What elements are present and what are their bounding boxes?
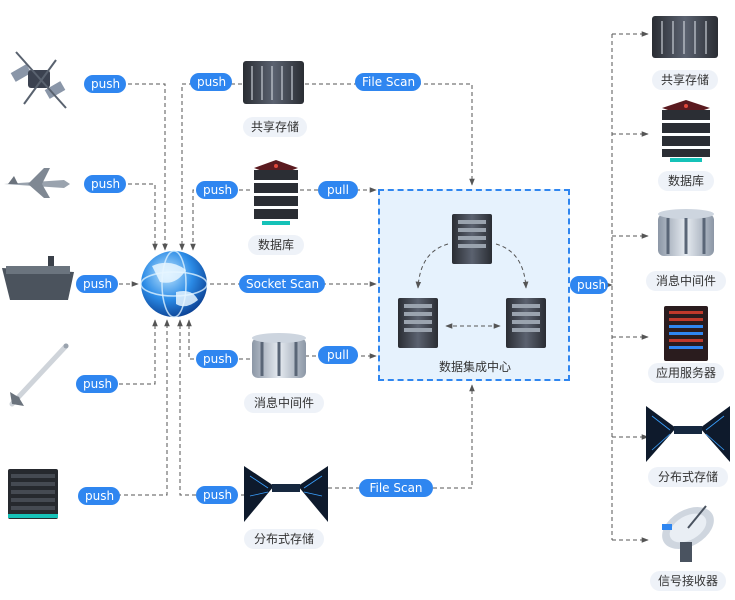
message-middleware-target-icon [658, 209, 714, 256]
distributed-storage-icon [244, 466, 328, 522]
edge-label-pull-message-middleware: pull [318, 346, 358, 364]
database-icon [254, 160, 298, 225]
internet-globe-icon [140, 250, 208, 318]
caption-shared-storage: 共享存储 [243, 117, 307, 137]
caption-distributed-storage-target: 分布式存储 [648, 467, 728, 487]
missile-icon [9, 343, 69, 407]
caption-message-middleware: 消息中间件 [244, 393, 324, 413]
caption-shared-storage-target: 共享存储 [652, 70, 718, 90]
edge-label-push-missile: push [76, 375, 118, 393]
aircraft-carrier-icon [2, 256, 74, 300]
shared-storage-target-icon [652, 16, 718, 58]
shared-storage-icon [243, 61, 304, 104]
caption-message-middleware-target: 消息中间件 [646, 271, 726, 291]
edge-label-push-shared-storage: push [190, 73, 232, 91]
distributed-storage-target-icon [646, 406, 730, 462]
edge-label-push-carrier: push [76, 275, 118, 293]
server-rack-icon [8, 469, 58, 519]
caption-database: 数据库 [248, 235, 304, 255]
edge-label-push-jet: push [84, 175, 126, 193]
database-target-icon [662, 100, 710, 162]
connector-lines [112, 31, 649, 543]
edge-label-push-database: push [196, 181, 238, 199]
edge-label-push-distribution: push [570, 276, 608, 294]
edge-label-push-distributed-storage: push [196, 486, 238, 504]
edge-label-push-message-middleware: push [196, 350, 238, 368]
edge-label-push-server: push [78, 487, 120, 505]
app-server-icon [664, 306, 708, 361]
message-middleware-icon [252, 333, 306, 378]
edge-label-socket-scan: Socket Scan [239, 275, 325, 293]
caption-app-server: 应用服务器 [648, 363, 724, 383]
edge-label-push-satellite: push [84, 75, 126, 93]
fighter-jet-icon [4, 168, 70, 198]
signal-receiver-icon [662, 505, 714, 562]
caption-distributed-storage: 分布式存储 [244, 529, 324, 549]
caption-data-center: 数据集成中心 [438, 360, 511, 374]
caption-signal-receiver: 信号接收器 [650, 571, 726, 591]
edge-label-pull-database: pull [318, 181, 358, 199]
data-integration-center-box [378, 189, 570, 381]
caption-database-target: 数据库 [658, 171, 714, 191]
satellite-icon [10, 51, 67, 109]
edge-label-file-scan-bottom: File Scan [359, 479, 433, 497]
edge-label-file-scan-top: File Scan [355, 73, 421, 91]
